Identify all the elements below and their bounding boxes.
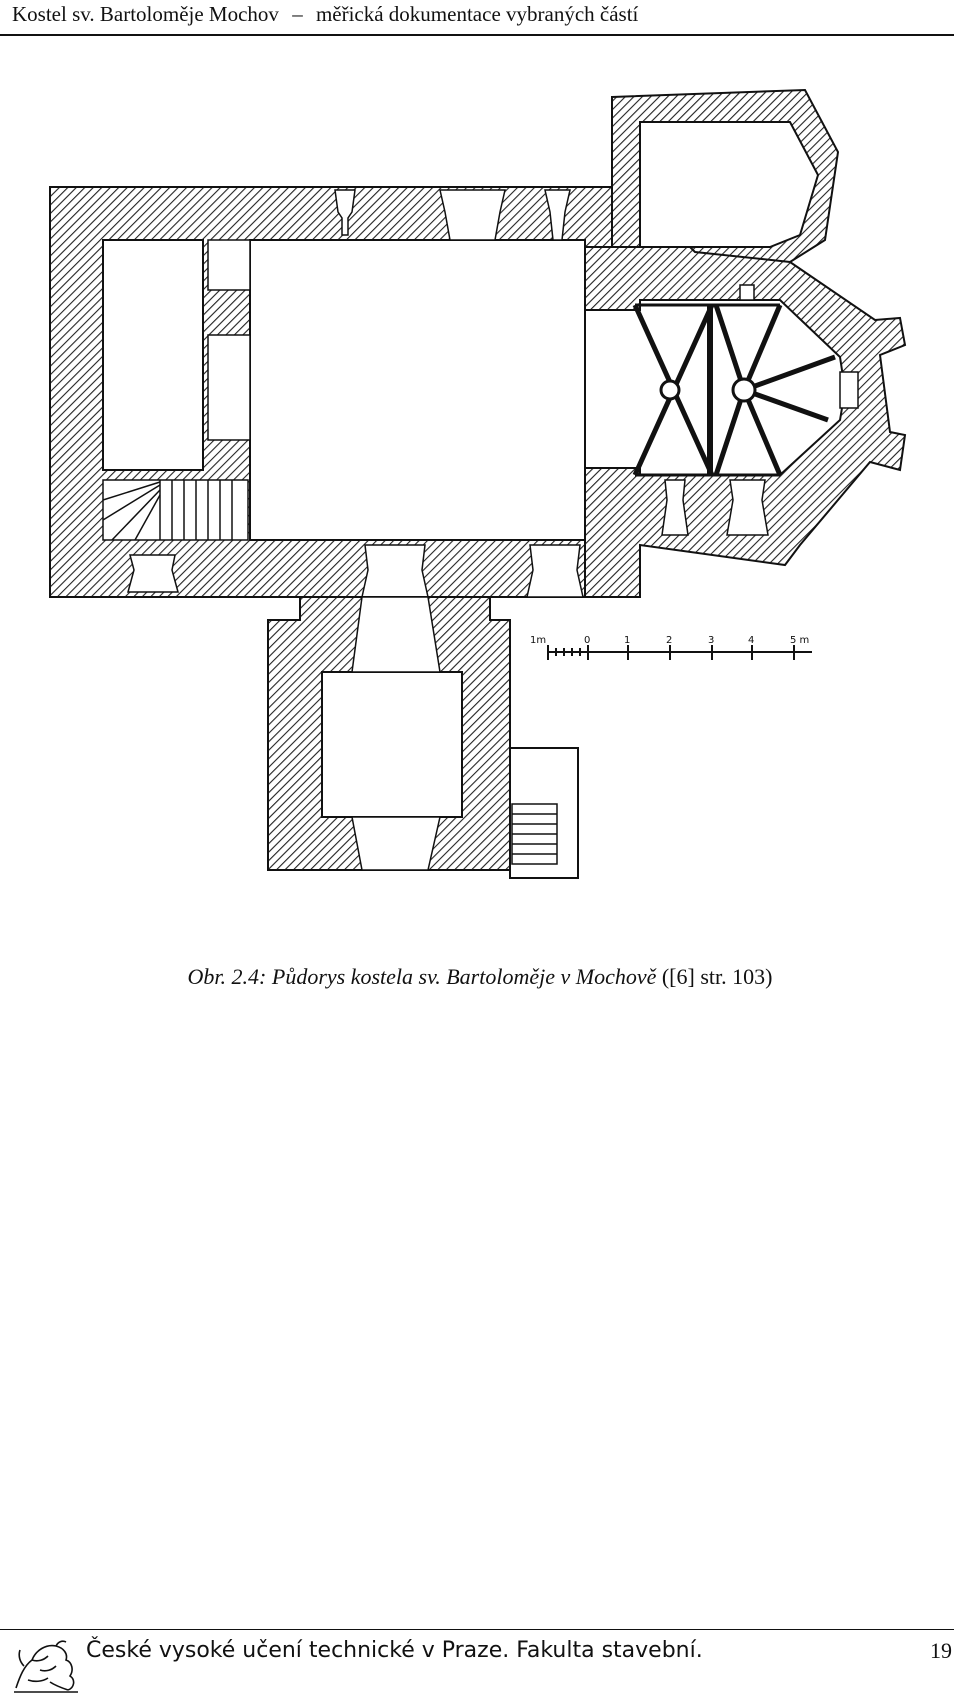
scale-label: 0: [584, 635, 590, 646]
nave-windows: [127, 189, 584, 598]
vault-boss-east: [731, 377, 757, 403]
vault-boss-west: [659, 379, 681, 401]
scale-bar-labels: 1m 0 1 2 3 4 5 m: [530, 635, 809, 646]
footer-institution: České vysoké učení technické v Praze. Fa…: [86, 1638, 703, 1663]
header-subtitle: měřická dokumentace vybraných částí: [315, 2, 639, 26]
sacristy-walls: [611, 88, 840, 263]
scale-label: 1: [624, 635, 630, 646]
figure-caption: Obr. 2.4: Půdorys kostela sv. Bartoloměj…: [0, 964, 960, 990]
cvut-lion-logo-icon: [14, 1640, 78, 1693]
scale-label: 4: [748, 635, 754, 646]
scale-bar: [547, 645, 812, 660]
footer-rule: [0, 1629, 954, 1630]
scale-label: 1m: [530, 635, 546, 646]
tower-walls: [267, 596, 511, 871]
header-title: Kostel sv. Bartoloměje Mochov: [12, 2, 279, 26]
header-rule: [0, 34, 954, 36]
tower-annex-staircase: [509, 747, 579, 879]
floor-plan-figure: 1m 0 1 2 3 4 5 m: [0, 70, 960, 910]
scale-label: 2: [666, 635, 672, 646]
nave-walls: [49, 186, 641, 598]
scale-label: 3: [708, 635, 714, 646]
floor-plan-drawing: 1m 0 1 2 3 4 5 m: [49, 88, 907, 879]
scale-label: 5 m: [790, 635, 809, 646]
caption-reference: ([6] str. 103): [661, 964, 773, 989]
nave-staircase: [102, 480, 233, 541]
vault-ribs: [632, 303, 836, 477]
caption-title: Obr. 2.4: Půdorys kostela sv. Bartoloměj…: [187, 964, 657, 989]
header-dash: –: [292, 2, 303, 26]
page-number: 19: [930, 1638, 952, 1663]
presbytery-windows: [661, 284, 859, 536]
running-header: Kostel sv. Bartoloměje Mochov – měřická …: [12, 0, 952, 32]
